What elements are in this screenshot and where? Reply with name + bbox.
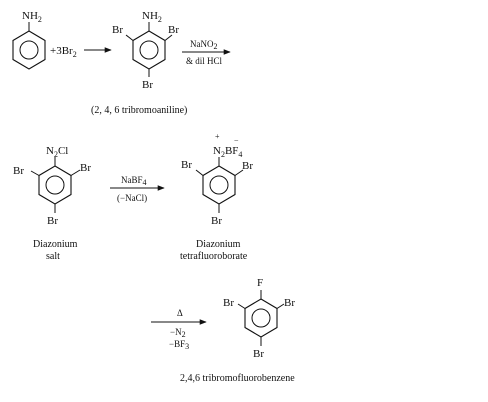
- tetrafluoroborate-molecule: + − N2BF4 Br Br Br Diazonium tetrafluoro…: [180, 132, 253, 262]
- diazonium-br-right-bond: [70, 169, 81, 176]
- aniline-amine-label: NH2: [22, 10, 42, 24]
- diazonium-br-right: Br: [80, 162, 91, 174]
- product-benzene-ring: [244, 298, 278, 338]
- tribromoaniline-molecule: NH2 Br Br Br (2, 4, 6 tribromoaniline): [91, 10, 187, 116]
- reaction-3-reagent-top: NaBF4: [121, 175, 147, 187]
- tetrafluoroborate-benzene-ring: [202, 165, 236, 205]
- tetrafluoroborate-br-left: Br: [181, 159, 192, 171]
- bromine-reagent: +3Br2: [50, 45, 77, 59]
- diazonium-label-line2: salt: [46, 251, 60, 262]
- tribromoaniline-br-right: Br: [168, 24, 179, 36]
- tetrafluoroborate-br-right: Br: [242, 160, 253, 172]
- tribromoaniline-amine-label: NH2: [142, 10, 162, 24]
- reaction-2: NaNO2 & dil HCl: [182, 39, 231, 66]
- reaction-4-minus-n2: −N2: [170, 327, 186, 339]
- diazonium-br-bottom: Br: [47, 215, 58, 227]
- product-fluorine: F: [257, 277, 263, 289]
- aniline-molecule: NH2: [12, 10, 46, 70]
- product-br-right-bond: [276, 303, 285, 309]
- product-caption: 2,4,6 tribromofluorobenzene: [180, 373, 295, 384]
- product-br-left: Br: [223, 297, 234, 309]
- reaction-2-reagent-bottom: & dil HCl: [186, 56, 223, 66]
- tetrafluoroborate-group-label: N2BF4: [213, 145, 242, 159]
- tetrafluoroborate-aromatic-circle: [209, 175, 229, 195]
- tribromoaniline-br-right-bond: [164, 34, 173, 41]
- reaction-2-reagent-top: NaNO2: [190, 39, 218, 51]
- product-aromatic-circle: [251, 308, 271, 328]
- diazonium-salt-molecule: N2Cl Br Br Br Diazonium salt: [13, 145, 91, 262]
- tribromoaniline-br-left: Br: [112, 24, 123, 36]
- diazonium-aromatic-circle: [45, 175, 65, 195]
- diazonium-br-left: Br: [13, 165, 24, 177]
- reaction-4-minus-bf3: −BF3: [169, 339, 189, 351]
- tetrafluoroborate-label-line2: tetrafluoroborate: [180, 251, 248, 262]
- tetrafluoroborate-plus-charge: +: [215, 132, 220, 141]
- tribromoaniline-aromatic-circle: [139, 40, 159, 60]
- diazonium-group-label: N2Cl: [46, 145, 68, 159]
- tetrafluoroborate-br-bottom: Br: [211, 215, 222, 227]
- diazonium-benzene-ring: [38, 165, 72, 205]
- reaction-3: NaBF4 (−NaCl): [110, 175, 165, 203]
- reaction-4-heat: Δ: [177, 308, 183, 318]
- tribromoaniline-br-left-bond: [125, 34, 134, 41]
- diazonium-br-left-bond: [30, 170, 40, 176]
- tribromoaniline-caption: (2, 4, 6 tribromoaniline): [91, 105, 187, 116]
- tetrafluoroborate-label-line1: Diazonium: [196, 239, 241, 250]
- diazonium-label-line1: Diazonium: [33, 239, 78, 250]
- tetrafluoroborate-br-left-bond: [195, 169, 204, 176]
- tribromoaniline-br-bottom: Br: [142, 79, 153, 91]
- aniline-aromatic-circle: [19, 40, 39, 60]
- aniline-benzene-ring: [12, 30, 46, 70]
- tetrafluoroborate-br-right-bond: [234, 169, 244, 176]
- reaction-4: Δ −N2 −BF3: [151, 308, 207, 351]
- tetrafluoroborate-minus-charge: −: [234, 136, 239, 145]
- reaction-1: +3Br2: [50, 45, 112, 59]
- product-br-bottom: Br: [253, 348, 264, 360]
- tribromoaniline-benzene-ring: [132, 30, 166, 70]
- reaction-3-reagent-bottom: (−NaCl): [117, 193, 147, 203]
- tribromofluorobenzene-molecule: F Br Br Br 2,4,6 tribromofluorobenzene: [180, 277, 295, 384]
- product-br-left-bond: [237, 303, 246, 309]
- product-br-right: Br: [284, 297, 295, 309]
